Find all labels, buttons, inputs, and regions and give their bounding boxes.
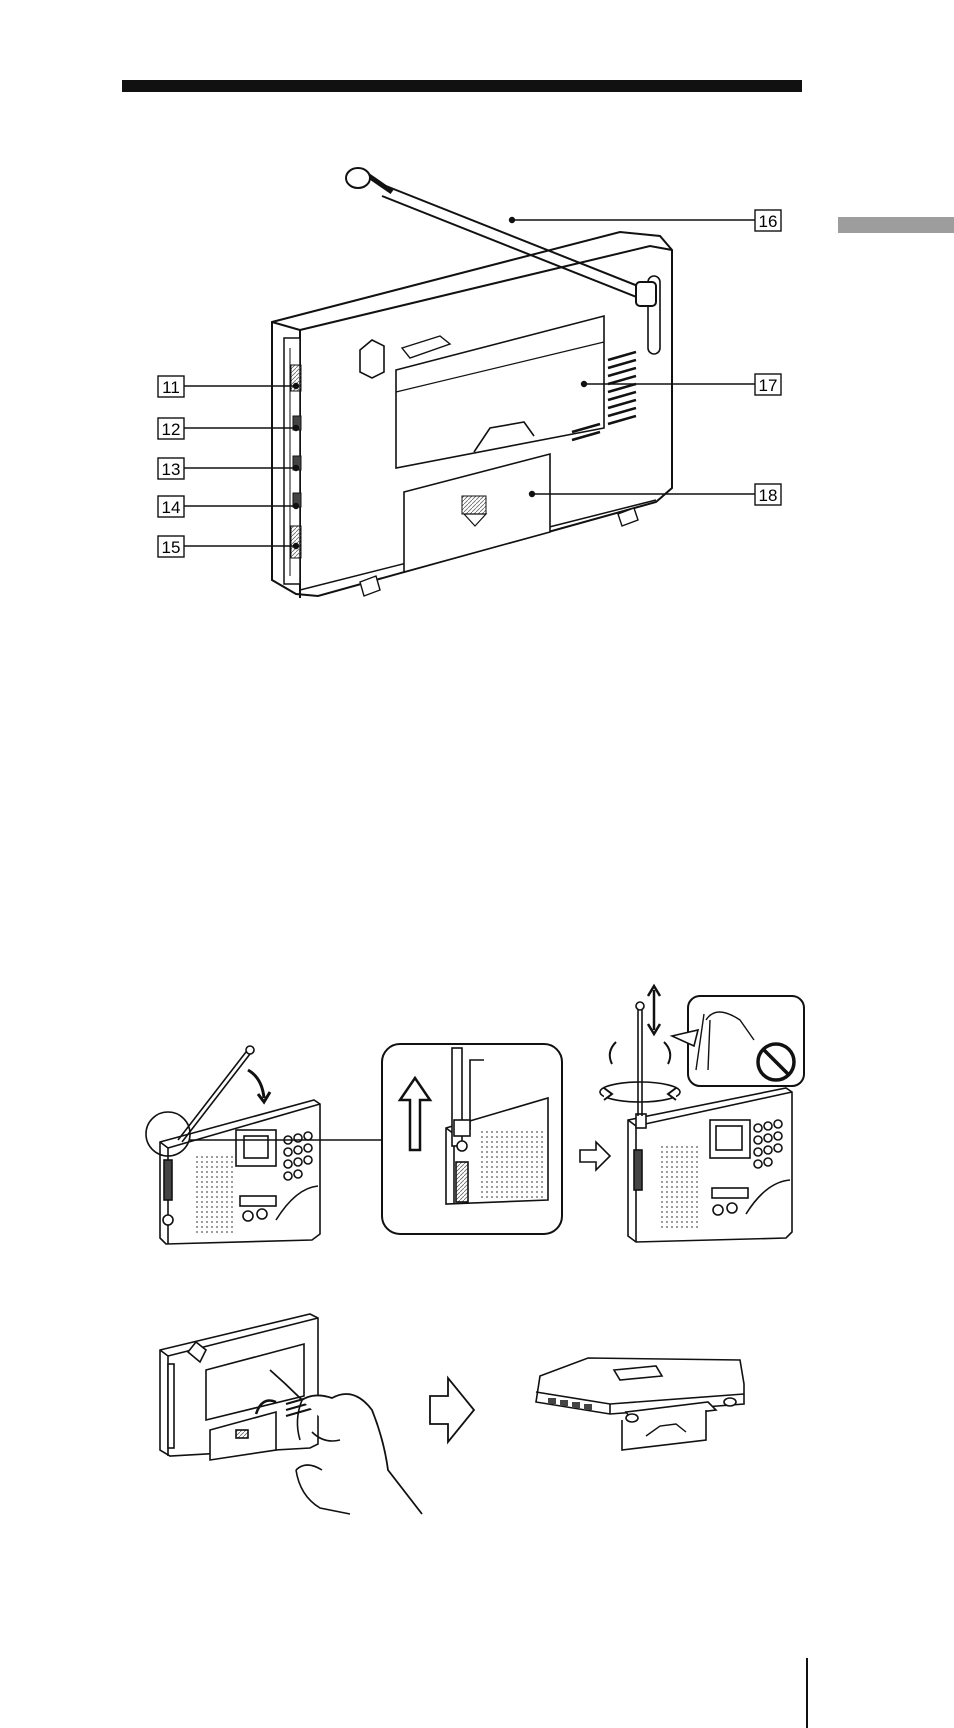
callout-17: 17 xyxy=(755,374,781,395)
callout-14: 14 xyxy=(158,496,184,517)
radio-rear-small xyxy=(160,1314,318,1460)
next-step-arrow-2 xyxy=(430,1378,474,1442)
radio-rear-view xyxy=(272,168,672,598)
callout-14-label: 14 xyxy=(162,498,181,517)
callout-15: 15 xyxy=(158,536,184,557)
antenna-extension-figure xyxy=(146,986,804,1244)
radio-on-stand xyxy=(536,1358,744,1450)
callout-17-label: 17 xyxy=(759,376,778,395)
stand-usage-figure xyxy=(160,1314,744,1514)
callout-12-label: 12 xyxy=(162,420,181,439)
callout-11-label: 11 xyxy=(162,378,180,397)
callout-16: 16 xyxy=(755,210,781,231)
radio-front-right xyxy=(600,986,804,1242)
callout-15-label: 15 xyxy=(162,538,181,557)
callout-12: 12 xyxy=(158,418,184,439)
antenna-detail-box xyxy=(382,1044,562,1234)
callout-16-label: 16 xyxy=(759,212,778,231)
radio-front-left xyxy=(146,1046,382,1244)
callout-11: 11 xyxy=(158,376,184,397)
callout-13: 13 xyxy=(158,458,184,479)
next-step-arrow xyxy=(580,1142,610,1170)
callout-13-label: 13 xyxy=(162,460,181,479)
callout-18: 18 xyxy=(755,484,781,505)
callout-18-label: 18 xyxy=(759,486,778,505)
